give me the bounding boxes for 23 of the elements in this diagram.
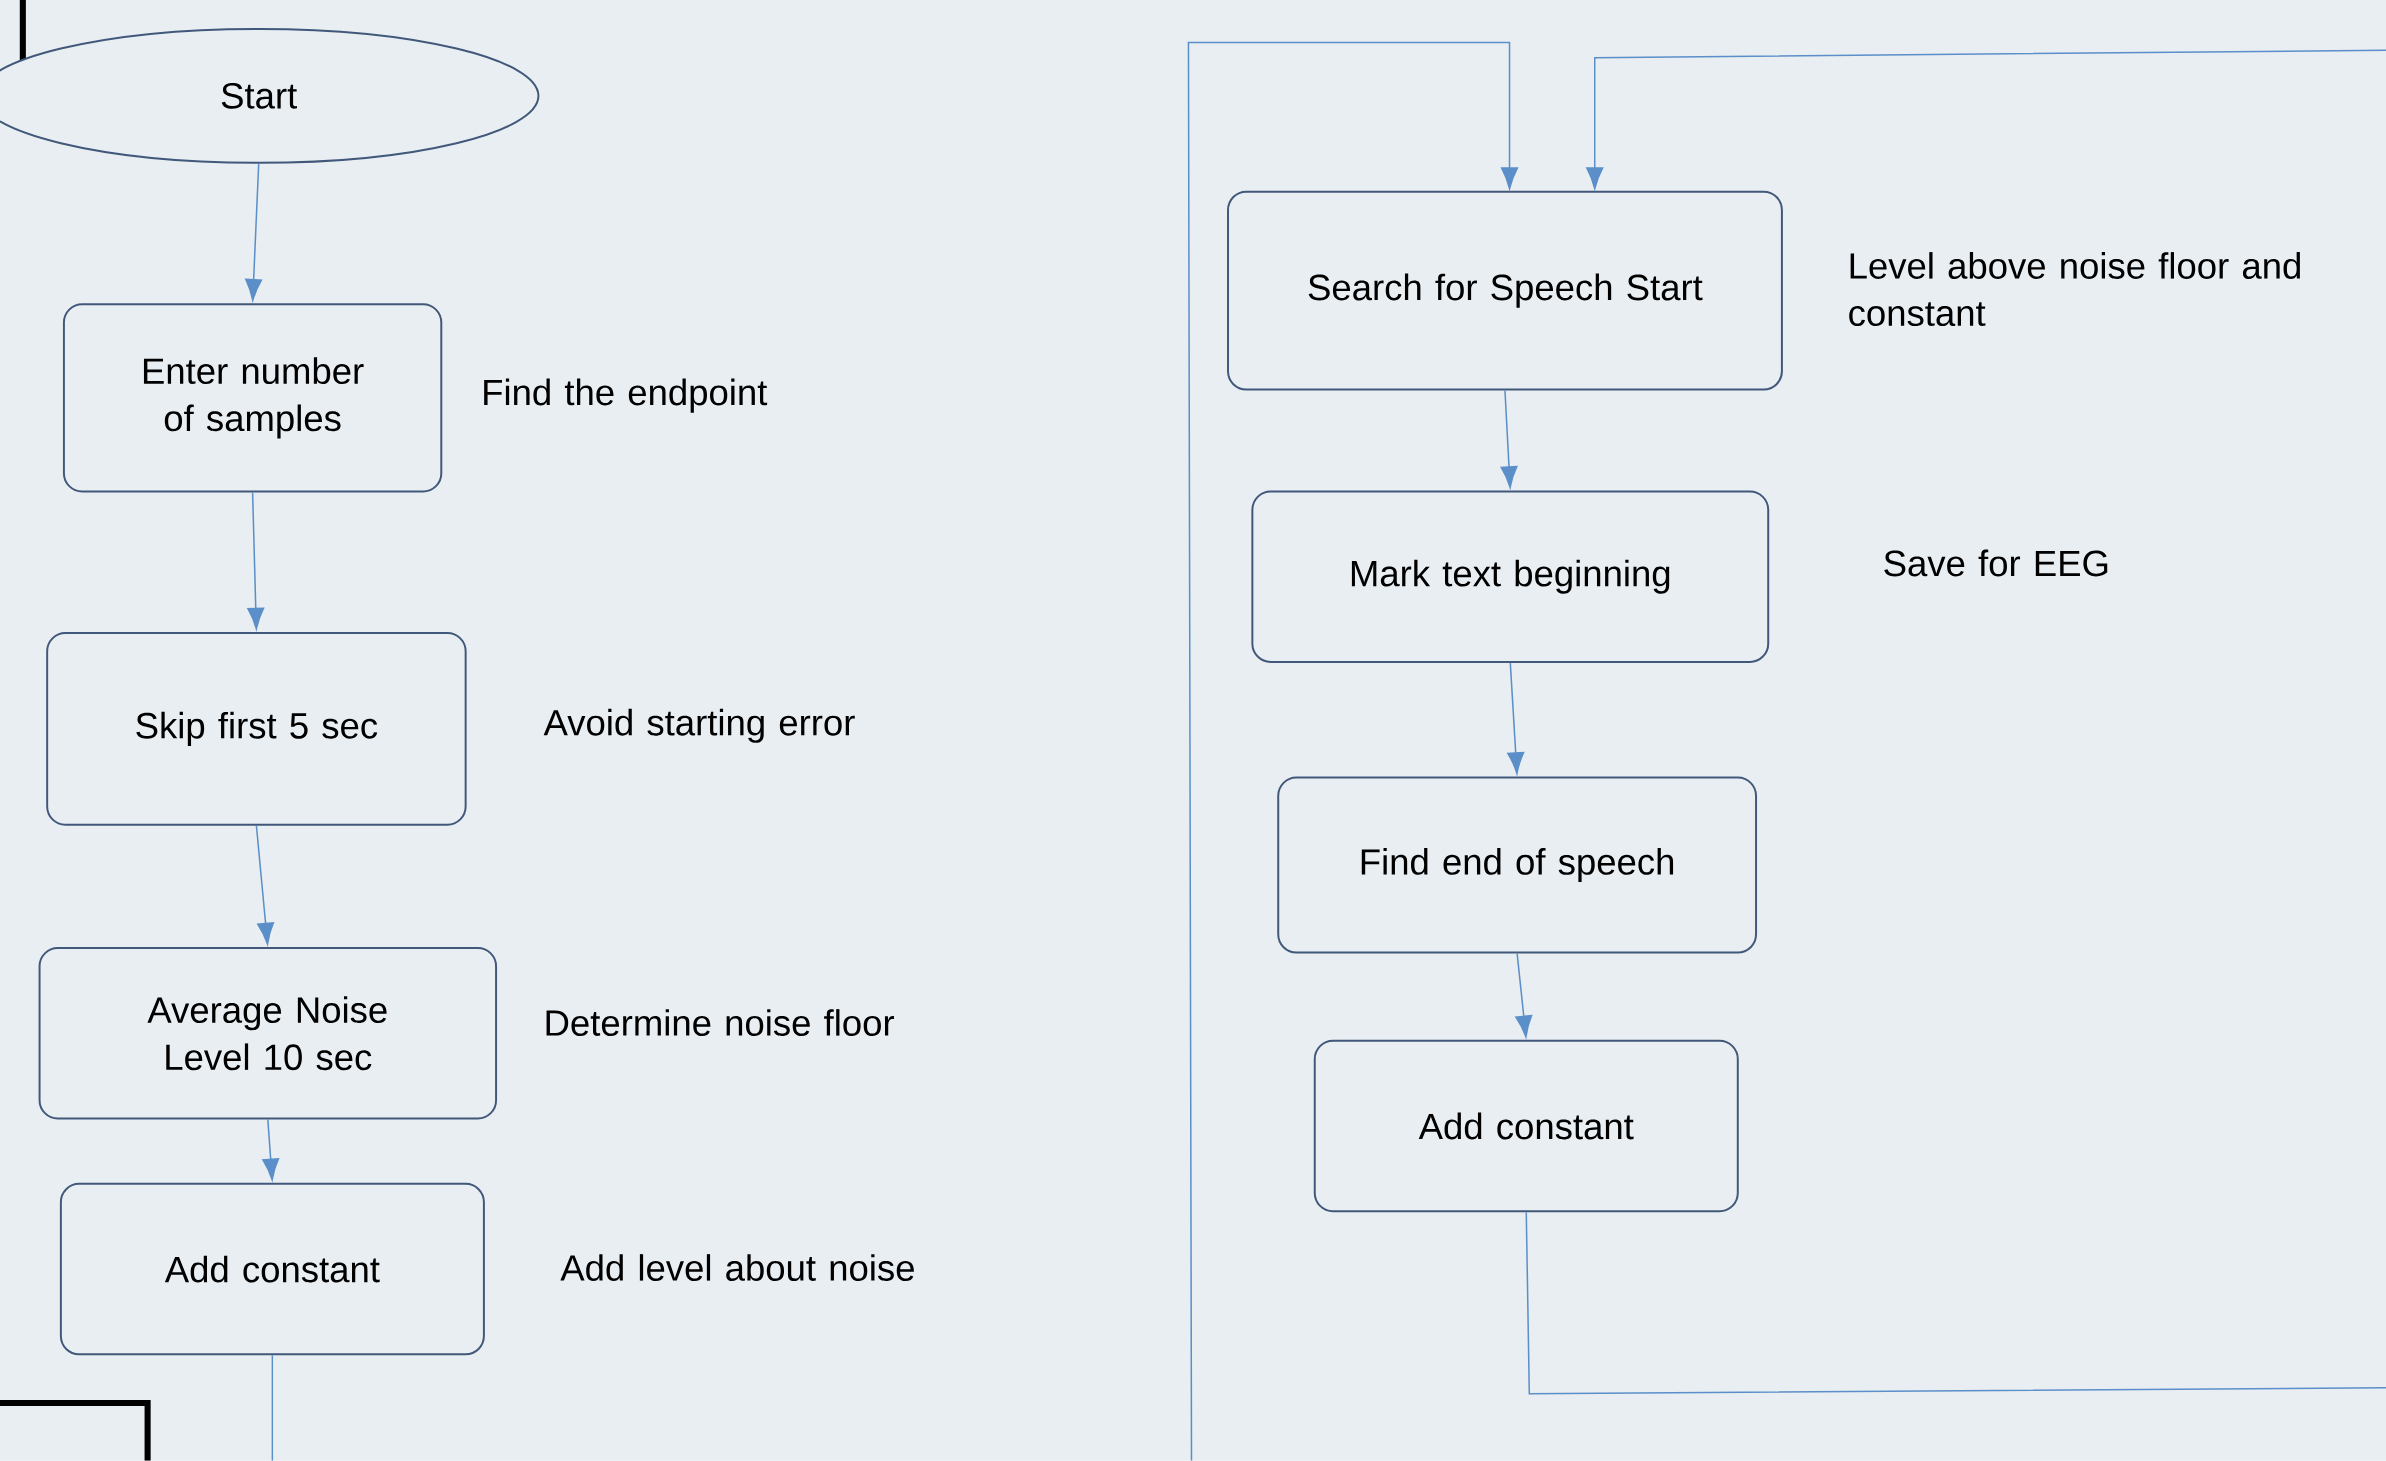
process-box: Enter number of samples [62,303,443,493]
arrow [1507,662,1525,775]
process-box: Find end of speech [1277,776,1758,954]
note-text: Save for EEG [1884,549,2108,577]
process-box: Skip first 5 sec [46,632,467,826]
process-box: Average Noise Level 10 sec [38,947,498,1120]
process-box: Mark text beginning [1251,490,1770,663]
note-text: Add level about noise [560,1254,914,1282]
note-text: Avoid starting error [543,708,855,743]
arrow [245,163,263,302]
arrow [1500,389,1518,489]
process-box: Search for Speech Start [1227,190,1783,391]
arrow [1515,952,1533,1038]
arrow [1586,49,2386,190]
arrow [1187,41,1519,1461]
note-text: Determine noise floor [546,1009,894,1037]
process-box: Add constant [1313,1039,1739,1213]
arrow [255,825,275,945]
arrow [247,491,265,630]
note-text: Level above noise floor and constant [1849,252,2300,327]
arrow [262,1118,280,1181]
process-box: Add constant [59,1182,485,1356]
note-text: Find the endpoint [484,378,768,413]
